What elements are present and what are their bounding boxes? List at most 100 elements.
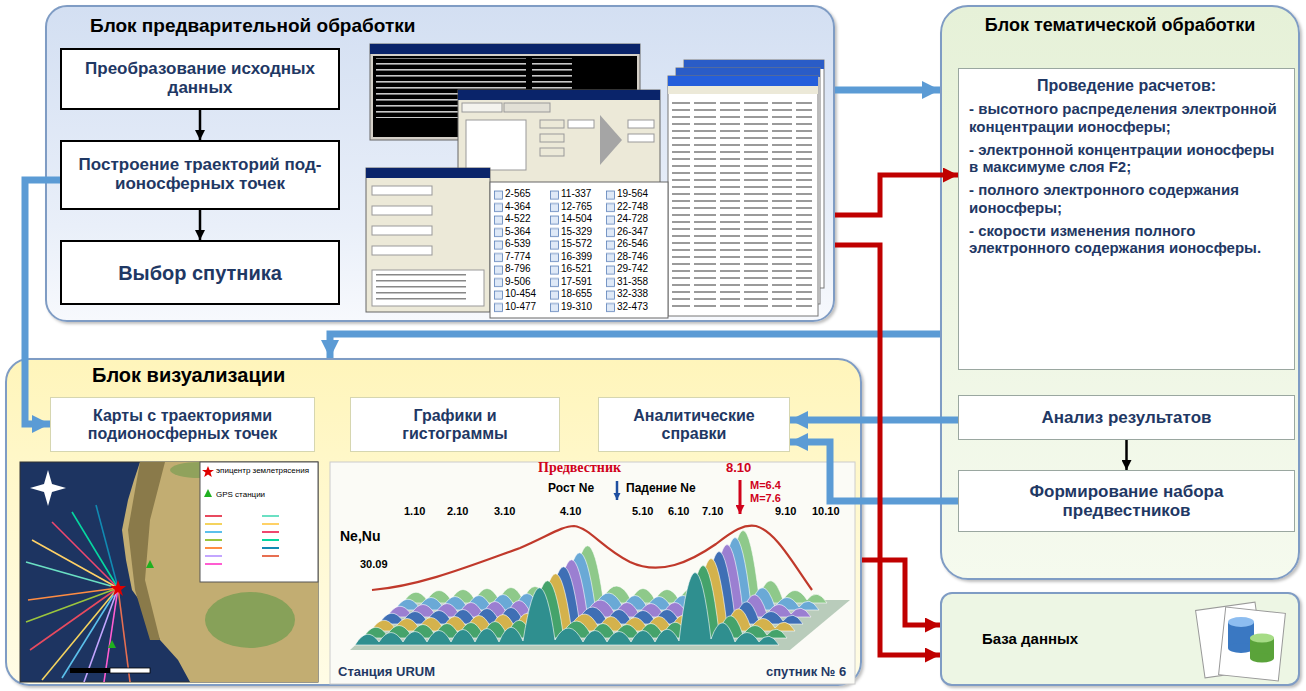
file-number: 4-364 bbox=[505, 201, 531, 213]
chart-label: 9.10 bbox=[775, 505, 796, 518]
file-number: 10-477 bbox=[505, 301, 536, 313]
box-text: - скорости изменения полного электронног… bbox=[969, 222, 1284, 257]
chart-label-holder: 9.10 bbox=[775, 505, 796, 518]
chart-label-holder: M=6.4 bbox=[750, 479, 781, 492]
box-text: Выбор спутника bbox=[118, 262, 282, 284]
ionosphere-chart bbox=[330, 462, 855, 684]
file-number: 4-522 bbox=[505, 213, 531, 225]
file-number-holder: 32-338 bbox=[617, 288, 648, 300]
file-number-holder: 4-364 bbox=[505, 201, 531, 213]
chart-label-holder: 7.10 bbox=[702, 505, 723, 518]
file-number-holder: 12-765 bbox=[561, 201, 592, 213]
output-box: Аналитические справки bbox=[598, 397, 790, 452]
software-screenshots bbox=[366, 44, 824, 318]
chart-label: Станция URUM bbox=[338, 665, 435, 680]
file-number: 31-358 bbox=[617, 276, 648, 288]
chart-label: Предвестник bbox=[538, 460, 621, 476]
file-number: 14-504 bbox=[561, 213, 592, 225]
chart-label-holder: M=7.6 bbox=[750, 492, 781, 505]
file-number-holder: 24-728 bbox=[617, 213, 648, 225]
chart-label-holder: Ne,Nu bbox=[340, 528, 380, 544]
file-number-holder: 19-564 bbox=[617, 188, 648, 200]
file-number: 6-539 bbox=[505, 238, 531, 250]
file-number-holder: 10-454 bbox=[505, 288, 536, 300]
file-number: 15-572 bbox=[561, 238, 592, 250]
file-number-holder: 19-310 bbox=[561, 301, 592, 313]
chart-label-holder: 2.10 bbox=[447, 505, 468, 518]
file-number: 9-506 bbox=[505, 276, 531, 288]
file-number-holder: 6-539 bbox=[505, 238, 531, 250]
chart-label-holder: 3.10 bbox=[494, 505, 515, 518]
chart-label: Рост Ne bbox=[548, 482, 594, 496]
block-title: Блок тематической обработки bbox=[942, 7, 1298, 36]
box-text: - высотного распределения электронной ко… bbox=[969, 100, 1284, 135]
file-number: 7-774 bbox=[505, 251, 531, 263]
box-text: Преобразование исходных данных bbox=[70, 60, 330, 97]
legend-text-holder: GPS станции bbox=[216, 490, 316, 499]
file-number: 17-591 bbox=[561, 276, 592, 288]
file-number: 32-473 bbox=[617, 301, 648, 313]
file-number-holder: 11-337 bbox=[561, 188, 591, 200]
connector-arrow bbox=[1125, 440, 1128, 470]
file-number: 19-564 bbox=[617, 188, 648, 200]
file-number-holder: 10-477 bbox=[505, 301, 536, 313]
connector-arrow bbox=[835, 245, 940, 655]
file-number: 26-546 bbox=[617, 238, 648, 250]
processing-block: Блок тематической обработкиПроведение ра… bbox=[940, 5, 1300, 580]
chart-label-holder: Предвестник bbox=[538, 460, 621, 476]
file-number-holder: 15-572 bbox=[561, 238, 592, 250]
file-number-holder: 15-329 bbox=[561, 226, 592, 238]
box-text: - полного электронного содержания ионосф… bbox=[969, 181, 1284, 216]
file-number: 12-765 bbox=[561, 201, 592, 213]
file-number-holder: 26-546 bbox=[617, 238, 648, 250]
connector-arrow bbox=[199, 110, 202, 140]
file-number-holder: 32-473 bbox=[617, 301, 648, 313]
file-number: 15-329 bbox=[561, 226, 592, 238]
file-number: 8-796 bbox=[505, 263, 531, 275]
file-number: 29-742 bbox=[617, 263, 648, 275]
chart-label: спутник № 6 bbox=[766, 665, 846, 680]
chart-label: 3.10 bbox=[494, 505, 515, 518]
chart-label-holder: Станция URUM bbox=[338, 665, 435, 680]
file-number: 10-454 bbox=[505, 288, 536, 300]
connector-arrow bbox=[790, 442, 958, 501]
file-number: 28-746 bbox=[617, 251, 648, 263]
file-number-holder: 16-521 bbox=[561, 263, 592, 275]
chart-label: M=7.6 bbox=[750, 492, 781, 505]
file-number: 26-347 bbox=[617, 226, 648, 238]
file-number: 5-364 bbox=[505, 226, 531, 238]
connector-arrow bbox=[862, 560, 940, 625]
chart-label: 5.10 bbox=[632, 505, 653, 518]
chart-label: 6.10 bbox=[668, 505, 689, 518]
file-number-holder: 5-364 bbox=[505, 226, 531, 238]
file-number-holder: 14-504 bbox=[561, 213, 592, 225]
chart-label-holder: 8.10 bbox=[726, 461, 751, 476]
chart-label: 1.10 bbox=[404, 505, 425, 518]
box-text: Карты с траекториями подионосферных точе… bbox=[59, 407, 306, 443]
box-text: Формирование набора предвестников bbox=[967, 482, 1286, 520]
file-number-holder: 2-565 bbox=[505, 188, 531, 200]
block-title: Блок визуализации bbox=[7, 360, 860, 387]
connector-arrow bbox=[835, 87, 940, 94]
chart-label-holder: спутник № 6 bbox=[766, 665, 846, 680]
connector-arrow bbox=[790, 417, 958, 424]
chart-label-holder: 6.10 bbox=[668, 505, 689, 518]
file-number: 18-655 bbox=[561, 288, 592, 300]
connector-arrow bbox=[25, 180, 60, 424]
chart-label: 8.10 bbox=[726, 461, 751, 476]
file-number-holder: 4-522 bbox=[505, 213, 531, 225]
legend-text: GPS станции bbox=[216, 490, 316, 499]
box-text: Аналитические справки bbox=[607, 407, 781, 443]
file-number-holder: 28-746 bbox=[617, 251, 648, 263]
chart-label-holder: 5.10 bbox=[632, 505, 653, 518]
box-text: Графики и гистограммы bbox=[359, 407, 551, 443]
file-number-holder: 7-774 bbox=[505, 251, 531, 263]
file-number-holder: 17-591 bbox=[561, 276, 592, 288]
legend-text: эпицентр землетрясения bbox=[216, 466, 316, 475]
chart-label-holder: 1.10 bbox=[404, 505, 425, 518]
output-box: Графики и гистограммы bbox=[350, 397, 560, 452]
file-number: 16-521 bbox=[561, 263, 592, 275]
box-text: Анализ результатов bbox=[1042, 408, 1212, 427]
process-box: Построение траекторий под-ионосферных то… bbox=[60, 140, 340, 210]
file-number-holder: 22-748 bbox=[617, 201, 648, 213]
